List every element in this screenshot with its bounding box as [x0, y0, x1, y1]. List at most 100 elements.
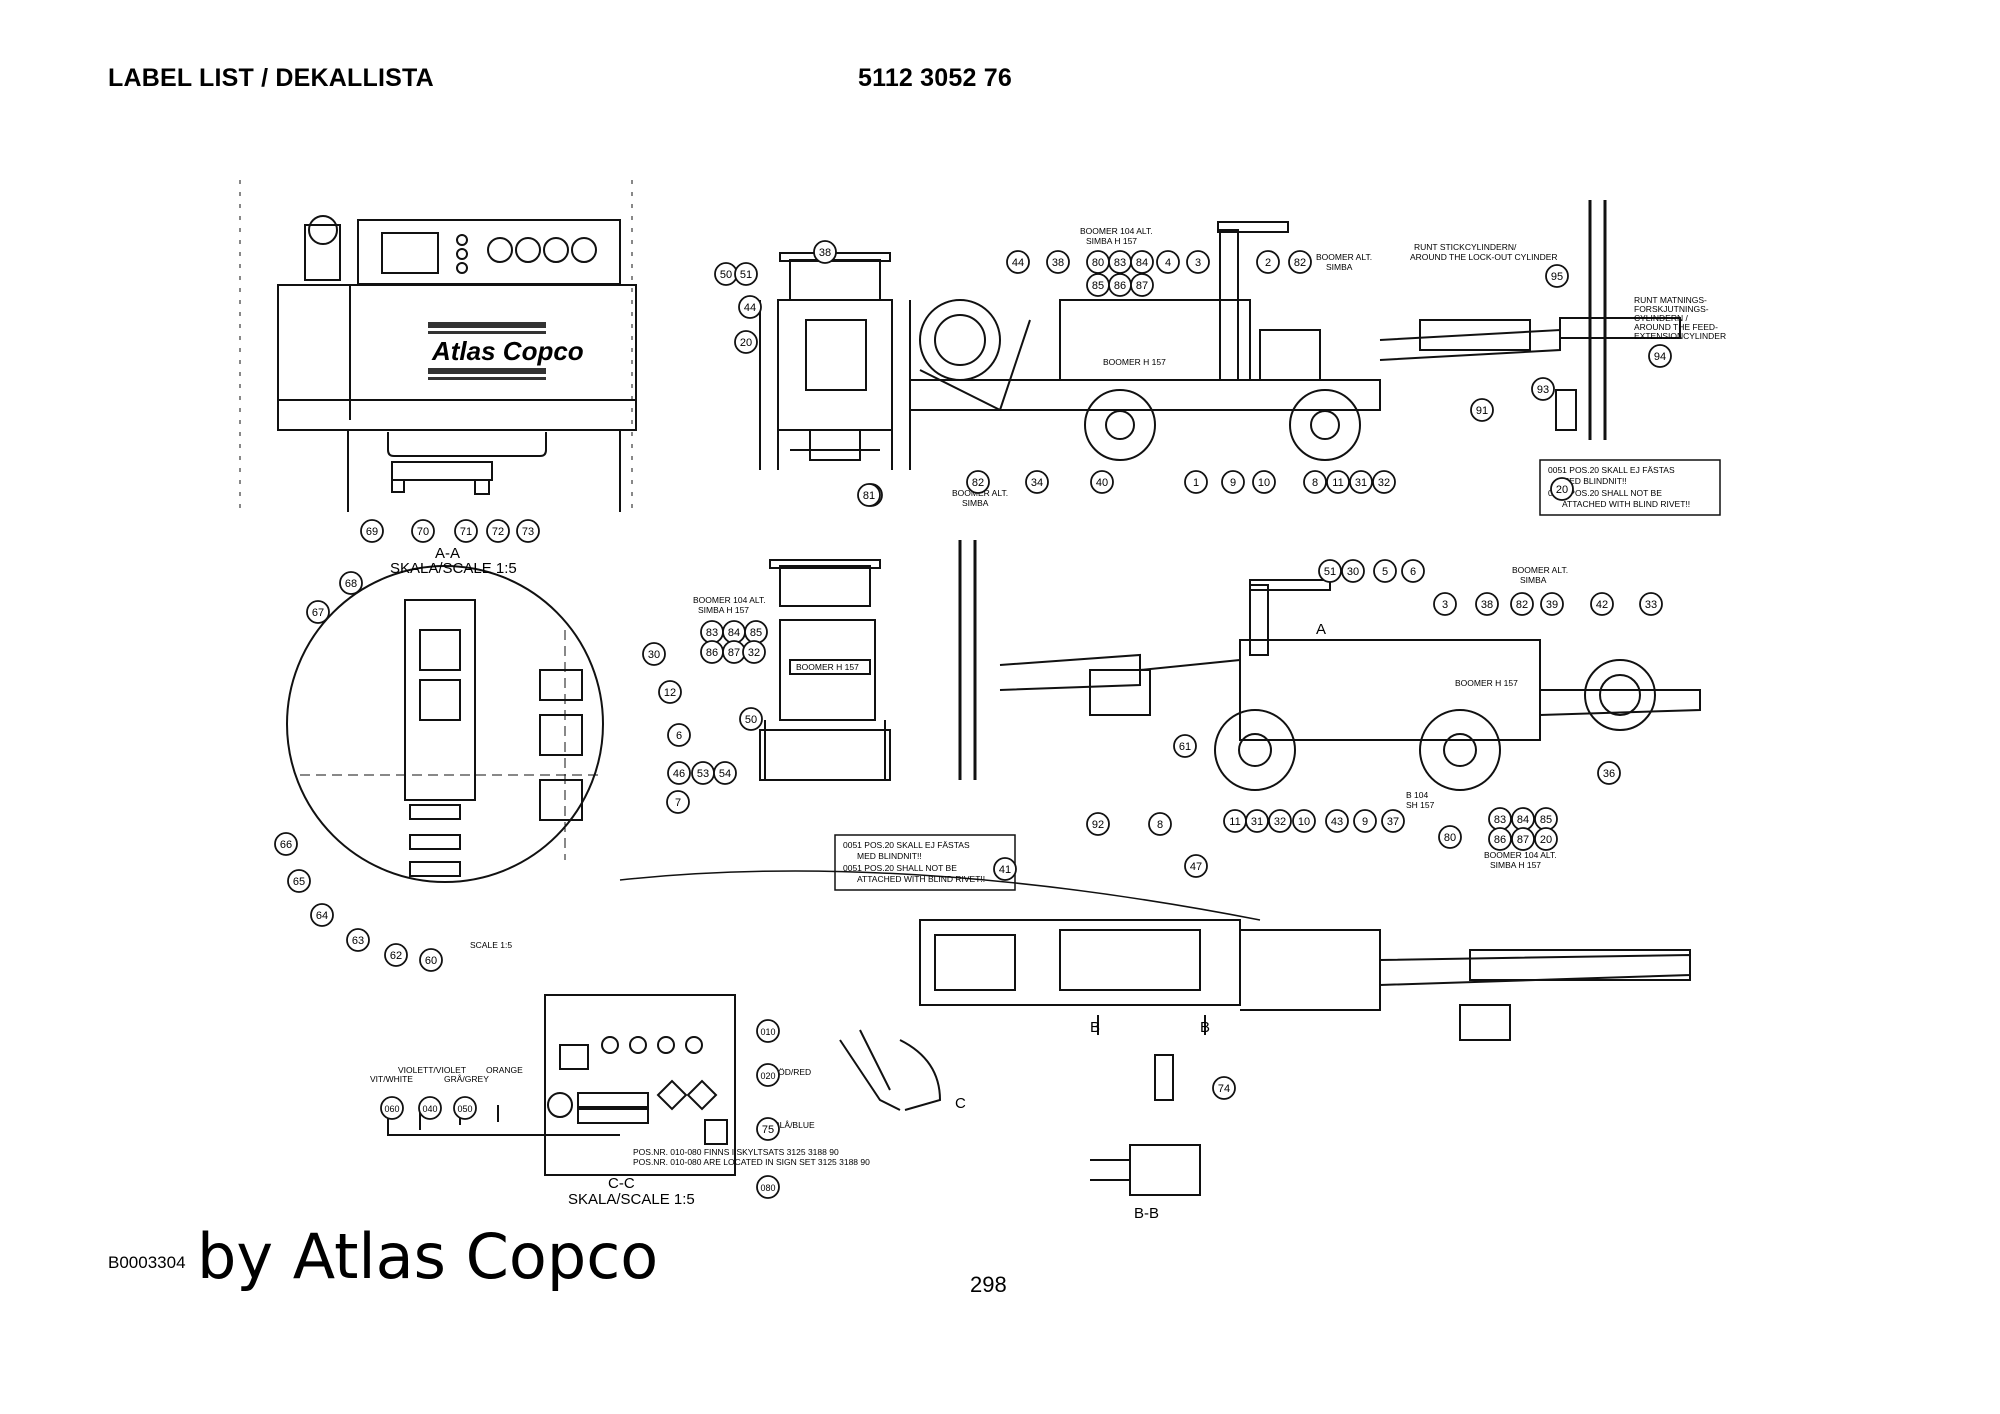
balloon-circle	[360, 519, 384, 543]
balloon-callout: 75	[756, 1117, 780, 1141]
balloon-label: 39	[1546, 599, 1558, 611]
note-lockout-1: RUNT STICKCYLINDERN/	[1414, 242, 1517, 252]
note-color-orange: ORANGE	[486, 1065, 523, 1075]
balloon-label: 64	[316, 910, 328, 922]
balloon-callout: 72	[486, 519, 510, 543]
balloon-label: 84	[728, 627, 740, 639]
balloon-circle	[1292, 809, 1316, 833]
balloon-circle	[306, 600, 330, 624]
balloon-label: 30	[1347, 566, 1359, 578]
balloon-callout: 74	[1212, 1076, 1236, 1100]
balloon-callout: 84	[1511, 807, 1535, 831]
balloon-callout: 37	[1381, 809, 1405, 833]
balloon-callout: 63	[346, 928, 370, 952]
balloon-callout: 83	[700, 620, 724, 644]
note-color-violet: VIOLETT/VIOLET	[398, 1065, 466, 1075]
balloon-label: 1	[1193, 477, 1199, 489]
balloon-callout: 85	[1534, 807, 1558, 831]
balloon-label: 51	[1324, 566, 1336, 578]
balloon-callout: 84	[1130, 250, 1154, 274]
balloon-label: 83	[1114, 257, 1126, 269]
balloon-callout: 4	[1156, 250, 1180, 274]
balloon-callout: 80	[1438, 825, 1462, 849]
balloon-circle	[1006, 250, 1030, 274]
balloon-callout: 86	[1108, 273, 1132, 297]
balloon-callout: 41	[993, 857, 1017, 881]
balloon-label: 10	[1258, 477, 1270, 489]
balloon-label: 86	[1494, 834, 1506, 846]
balloon-callout: 31	[1245, 809, 1269, 833]
balloon-callout: 43	[1325, 809, 1349, 833]
balloon-label: 44	[1012, 257, 1024, 269]
balloon-label: 86	[1114, 280, 1126, 292]
balloon-circle	[993, 857, 1017, 881]
balloon-label: 91	[1476, 405, 1488, 417]
balloon-callout: 62	[384, 943, 408, 967]
balloon-circle	[1268, 809, 1292, 833]
balloon-callout: 82	[1288, 250, 1312, 274]
balloon-callout: 70	[411, 519, 435, 543]
balloon-callout: 69	[360, 519, 384, 543]
balloon-circle	[516, 519, 540, 543]
view-bb-name: B-B	[1134, 1205, 1159, 1222]
balloon-callout: 34	[1025, 470, 1049, 494]
balloon-circle	[486, 519, 510, 543]
note-feed-4: AROUND THE FEED-	[1634, 322, 1718, 332]
balloon-circle	[1511, 827, 1535, 851]
balloon-callout: 050	[453, 1096, 477, 1120]
balloon-label: 20	[1540, 834, 1552, 846]
front-view-middle	[759, 559, 891, 781]
balloon-callout: 71	[454, 519, 478, 543]
side-view-top-rig	[909, 200, 1681, 461]
note-boomer-top-1: BOOMER 104 ALT.	[1080, 226, 1153, 236]
balloon-label: 34	[1031, 477, 1043, 489]
balloon-label: 080	[760, 1183, 775, 1193]
balloon-callout: 60	[419, 948, 443, 972]
rivet-mid-1: 0051 POS.20 SKALL EJ FÄSTAS	[843, 840, 970, 850]
balloon-callout: 93	[1531, 377, 1555, 401]
note-lockout-2: AROUND THE LOCK-OUT CYLINDER	[1410, 252, 1558, 262]
balloon-callout: 30	[1341, 559, 1365, 583]
balloon-callout: 84	[722, 620, 746, 644]
balloon-circle	[310, 903, 334, 927]
balloon-label: 38	[819, 247, 831, 259]
balloon-label: 3	[1442, 599, 1448, 611]
balloon-label: 010	[760, 1027, 775, 1037]
machine-decal-top: BOOMER H 157	[1103, 357, 1166, 367]
front-view-top	[759, 252, 911, 470]
balloon-circle	[1597, 761, 1621, 785]
brand-caption: by Atlas Copco	[197, 1220, 659, 1293]
balloon-label: 61	[1179, 741, 1191, 753]
balloon-callout: 94	[1648, 344, 1672, 368]
balloon-label: 46	[673, 768, 685, 780]
balloon-callout: 11	[1326, 470, 1350, 494]
balloon-label: 37	[1387, 816, 1399, 828]
balloon-callout: 3	[1433, 592, 1457, 616]
balloon-label: 87	[1517, 834, 1529, 846]
balloon-label: 83	[1494, 814, 1506, 826]
note-color-grey: GRÅ/GREY	[444, 1074, 489, 1084]
balloon-callout: 30	[642, 642, 666, 666]
balloon-callout: 5	[1373, 559, 1397, 583]
page-number: 298	[970, 1272, 1007, 1297]
balloon-label: 060	[384, 1104, 399, 1114]
balloon-callout: 86	[700, 640, 724, 664]
balloon-label: 82	[1294, 257, 1306, 269]
balloon-label: 20	[740, 337, 752, 349]
view-cc-name: C-C	[608, 1175, 635, 1192]
balloon-label: 9	[1230, 477, 1236, 489]
balloon-callout: 91	[1470, 398, 1494, 422]
balloon-callout: 85	[744, 620, 768, 644]
balloon-label: 75	[762, 1124, 774, 1136]
balloon-circle	[1086, 812, 1110, 836]
balloon-label: 65	[293, 876, 305, 888]
balloon-circle	[1318, 559, 1342, 583]
balloon-callout: 51	[734, 262, 758, 286]
rivet-note-box-middle	[834, 834, 1016, 891]
balloon-callout: 68	[339, 571, 363, 595]
balloon-label: 30	[648, 649, 660, 661]
balloon-label: 80	[1444, 832, 1456, 844]
balloon-circle	[1288, 250, 1312, 274]
balloon-label: 69	[366, 526, 378, 538]
balloon-label: 50	[720, 269, 732, 281]
